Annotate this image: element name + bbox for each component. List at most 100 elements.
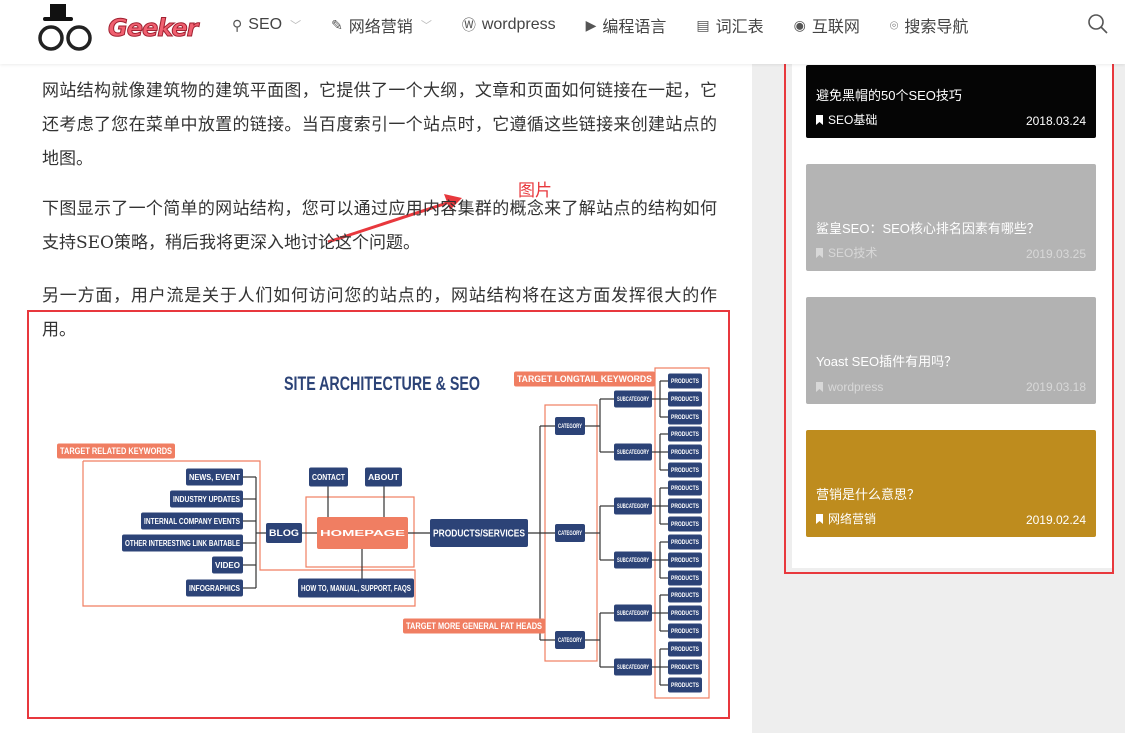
products-node-label: PRODUCTS — [671, 468, 699, 474]
products-node — [668, 534, 702, 550]
nav-item[interactable]: ⌾ 搜索导航 — [889, 14, 969, 37]
post-title[interactable]: Yoast SEO插件有用吗？ — [816, 354, 958, 369]
subcategory-node — [614, 443, 652, 461]
post-title[interactable]: 避免黑帽的50个SEO技巧 — [816, 88, 962, 103]
post-title[interactable]: 营销是什么意思？ — [816, 487, 921, 502]
subcategory-node — [614, 390, 652, 408]
products-node — [668, 444, 702, 460]
products-node — [668, 480, 702, 496]
post-date: 2019.03.25 — [1025, 247, 1086, 261]
products-node-label: PRODUCTS — [671, 432, 699, 438]
blog-item-node-label: OTHER INTERESTING LINK BAITABLE — [125, 539, 241, 548]
products-services-node — [430, 519, 528, 547]
blog-item-node-label: INTERNAL COMPANY EVENTS — [144, 517, 241, 526]
products-node — [668, 587, 702, 603]
blog-item-node — [186, 468, 243, 486]
post-date: 2018.03.24 — [1025, 114, 1086, 128]
subcategory-node-label: SUBCATEGORY — [617, 504, 649, 510]
nav-label: 搜索导航 — [904, 19, 969, 36]
products-node — [668, 516, 702, 532]
target-related-keywords-tag-label: TARGET RELATED KEYWORDS — [60, 446, 172, 456]
bookmark-icon — [816, 382, 823, 392]
products-node — [668, 373, 702, 389]
post-card[interactable]: Yoast SEO插件有用吗？ wordpress 2019.03.18 — [806, 297, 1096, 404]
subcategory-node — [614, 658, 652, 676]
products-node-label: PRODUCTS — [671, 683, 699, 689]
blog-item-node — [186, 579, 243, 597]
location-icon: ⌾ — [889, 16, 899, 33]
bookmark-icon — [816, 514, 823, 524]
blog-item-node-label: VIDEO — [215, 561, 240, 570]
products-node — [668, 462, 702, 478]
logo-text: Geeker — [107, 14, 198, 43]
chevron-down-icon: ﹀ — [420, 20, 432, 32]
site-logo[interactable]: Geeker — [38, 2, 199, 54]
target-general-tag-label: TARGET MORE GENERAL FAT HEADS — [406, 621, 542, 631]
nav-item[interactable]: ▶编程语言 — [585, 14, 667, 37]
subcategory-node — [614, 551, 652, 569]
nav-label: 互联网 — [811, 19, 860, 36]
target-longtail-keywords-tag — [514, 371, 655, 387]
subcategory-node — [614, 497, 652, 515]
annotation-label: 图片 — [518, 181, 552, 201]
terminal-icon: ▶ — [585, 16, 597, 33]
nav-item[interactable]: ✎ 网络营销 ﹀ — [331, 14, 432, 37]
article-paragraph: 另一方面，用户流是关于人们如何访问您的站点的，网站结构将在这方面发挥很大的作用。 — [42, 286, 717, 340]
post-title[interactable]: 鲨皇SEO：SEO核心排名因素有哪些？ — [816, 221, 1040, 236]
article-paragraph: 网站结构就像建筑物的建筑平面图，它提供了一个大纲，文章和页面如何链接在一起，它还… — [42, 81, 717, 169]
edit-icon: ✎ — [331, 16, 343, 33]
contact-node — [309, 467, 348, 487]
nav-item[interactable]: ◉互联网 — [794, 14, 860, 37]
category-label: SEO基础 — [828, 113, 878, 127]
article-paragraph: 下图显示了一个简单的网站结构，您可以通过应用内容集群的概念来了解站点的结构如何支… — [42, 199, 717, 253]
blog-item-node — [170, 490, 243, 508]
diagram-title: SITE ARCHITECTURE & SEO — [284, 374, 480, 395]
post-card[interactable]: 鲨皇SEO：SEO核心排名因素有哪些？ SEO技术 2019.03.25 — [806, 164, 1096, 271]
category-label: wordpress — [828, 380, 884, 394]
blog-item-node — [212, 556, 243, 574]
post-category[interactable]: 网络营销 — [816, 510, 876, 527]
products-node — [668, 426, 702, 442]
category-node — [555, 524, 585, 542]
contact-node-label: CONTACT — [312, 473, 345, 482]
products-node — [668, 409, 702, 425]
post-category[interactable]: SEO基础 — [816, 111, 877, 128]
products-node-label: PRODUCTS — [671, 379, 699, 385]
post-card[interactable]: 避免黑帽的50个SEO技巧 SEO基础 2018.03.24 — [806, 65, 1096, 138]
homepage-node — [317, 517, 408, 549]
products-node — [668, 641, 702, 657]
products-node-label: PRODUCTS — [671, 415, 699, 421]
nav-label: 网络营销 — [348, 19, 413, 36]
chevron-down-icon: ﹀ — [290, 20, 302, 32]
products-node-label: PRODUCTS — [671, 450, 699, 456]
nav-item[interactable]: ⚲SEO﹀ — [232, 14, 301, 36]
homepage-node-label: HOMEPAGE — [320, 529, 406, 538]
image-highlight-box — [27, 310, 730, 719]
nav-label: 词汇表 — [715, 19, 764, 36]
search-button[interactable] — [1087, 13, 1109, 35]
products-node — [668, 677, 702, 693]
site-architecture-diagram: SITE ARCHITECTURE & SEO TARGET RELATED KE… — [57, 367, 710, 699]
blog-item-node-label: NEWS, EVENT — [189, 473, 240, 482]
post-category[interactable]: wordpress — [816, 380, 883, 394]
post-card[interactable]: 营销是什么意思？ 网络营销 2019.02.24 — [806, 430, 1096, 537]
products-services-node-label: PRODUCTS/SERVICES — [433, 529, 525, 540]
category-label: 网络营销 — [828, 512, 877, 526]
search-icon — [1088, 14, 1108, 34]
subcategory-node-label: SUBCATEGORY — [617, 450, 649, 456]
products-node — [668, 498, 702, 514]
post-category[interactable]: SEO技术 — [816, 244, 877, 261]
post-date: 2019.02.24 — [1025, 513, 1086, 527]
target-longtail-keywords-tag-label: TARGET LONGTAIL KEYWORDS — [517, 374, 652, 384]
group-frame — [305, 496, 415, 568]
group-frame — [82, 460, 416, 607]
nav-label: wordpress — [481, 16, 556, 33]
blog-node — [266, 523, 302, 543]
nav-item[interactable]: ▤词汇表 — [696, 14, 764, 37]
products-node-label: PRODUCTS — [671, 540, 699, 546]
search-icon: ⚲ — [232, 16, 243, 33]
blog-node-label: BLOG — [269, 528, 299, 538]
